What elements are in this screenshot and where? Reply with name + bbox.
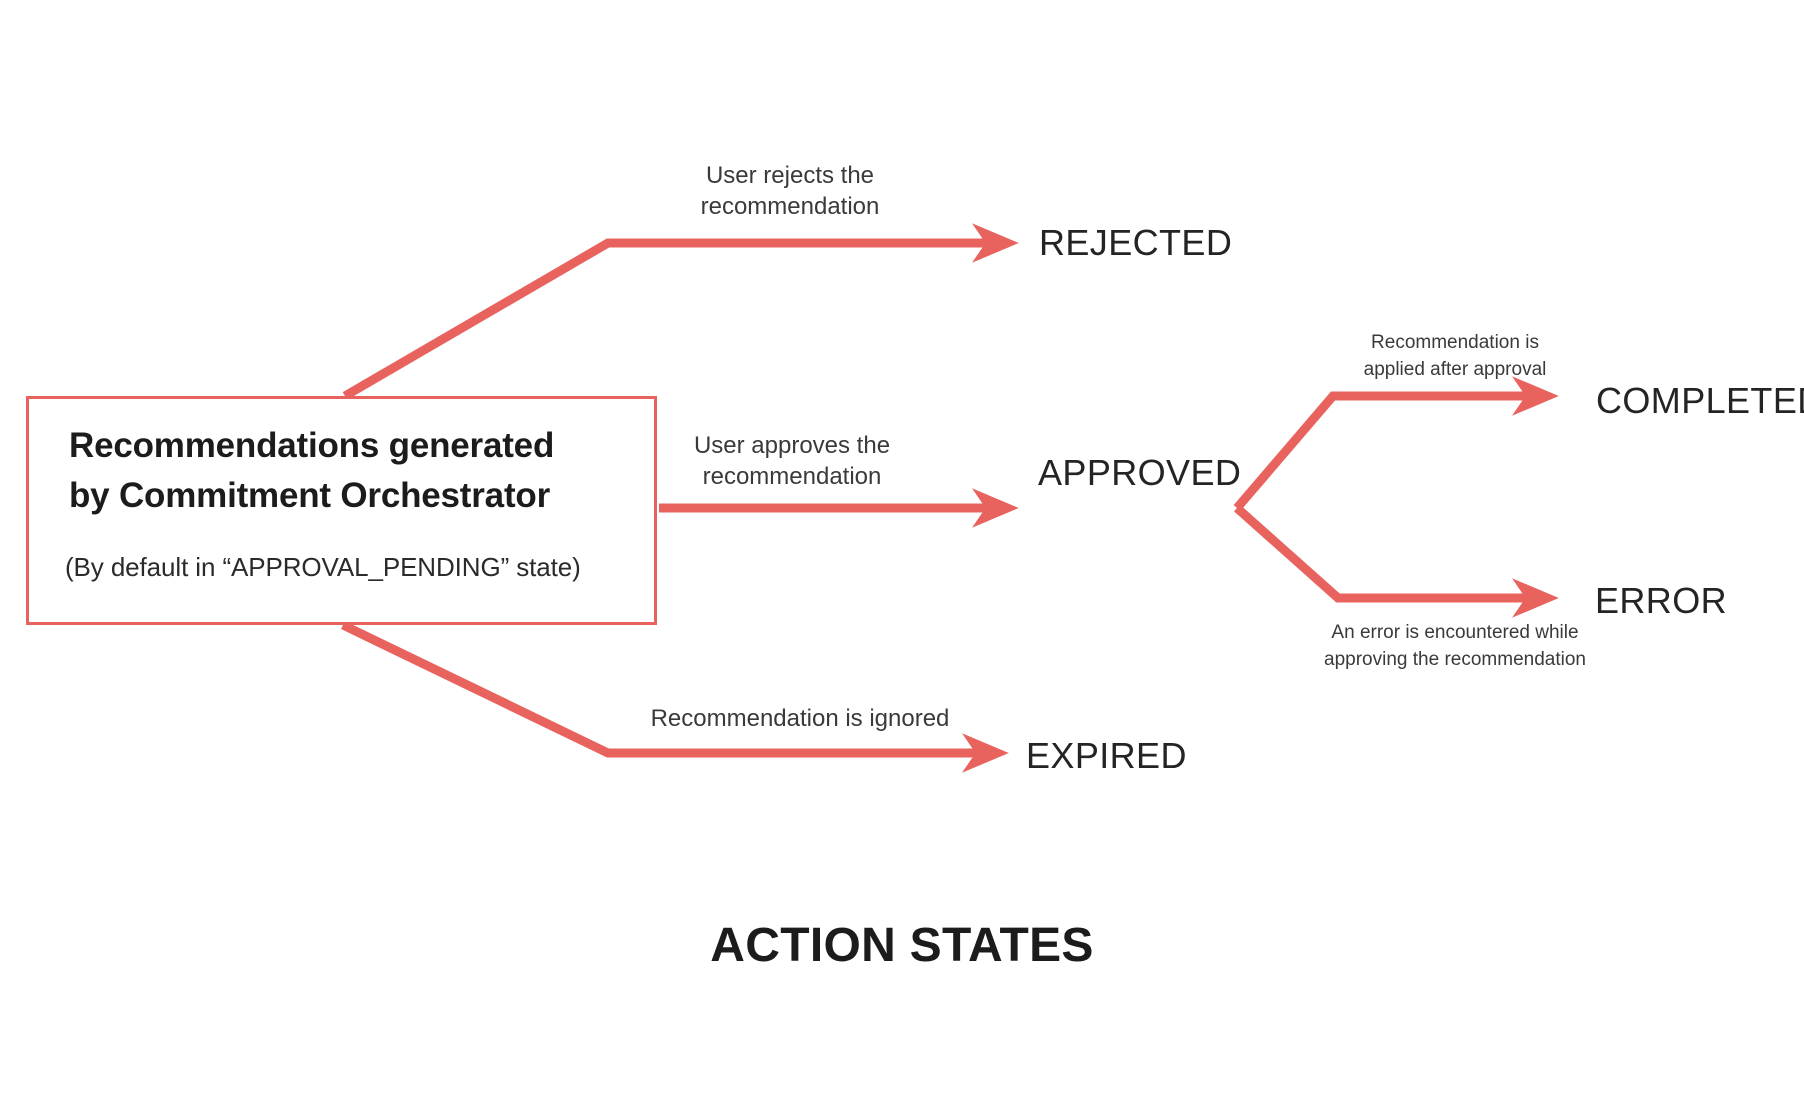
edge-label-reject-line-2: recommendation — [700, 193, 880, 221]
figure-title: ACTION STATES — [710, 919, 1094, 972]
state-approved: APPROVED — [1038, 452, 1242, 493]
edge-to-rejected — [342, 223, 1019, 400]
edge-label-applied-line-2: applied after approval — [1363, 358, 1547, 380]
edge-to-expired — [341, 620, 1009, 773]
source-node-box: Recommendations generated by Commitment … — [26, 396, 657, 625]
edge-label-reject: User rejects the recommendation — [600, 160, 980, 222]
state-expired: EXPIRED — [1026, 735, 1187, 776]
edge-label-applied: Recommendation is applied after approval — [1290, 330, 1620, 383]
state-completed: COMPLETED — [1596, 380, 1804, 421]
edge-label-error-line-2: approving the recommendation — [1324, 648, 1586, 670]
source-node-subtitle: (By default in “APPROVAL_PENDING” state) — [65, 552, 581, 582]
edge-to-completed — [1233, 376, 1559, 511]
edge-label-error-line-1: An error is encountered while — [1331, 622, 1579, 643]
edge-label-approve-line-2: recommendation — [702, 463, 882, 491]
source-title-line-2: by Commitment Orchestrator — [69, 475, 551, 515]
edge-label-reject-line-1: User rejects the — [705, 162, 875, 189]
source-node-title: Recommendations generated by Commitment … — [69, 421, 629, 520]
edge-label-expire: Recommendation is ignored — [560, 703, 1040, 734]
source-title-line-1: Recommendations generated — [69, 426, 555, 465]
state-rejected: REJECTED — [1039, 222, 1233, 263]
edge-label-expire-line-1: Recommendation is ignored — [650, 705, 950, 732]
edge-to-error — [1234, 504, 1559, 618]
state-error: ERROR — [1595, 580, 1728, 621]
edge-label-approve-line-1: User approves the — [693, 432, 891, 459]
edge-label-approve: User approves the recommendation — [602, 430, 982, 492]
edge-label-applied-line-1: Recommendation is — [1371, 332, 1539, 353]
edge-label-error: An error is encountered while approving … — [1270, 620, 1640, 673]
